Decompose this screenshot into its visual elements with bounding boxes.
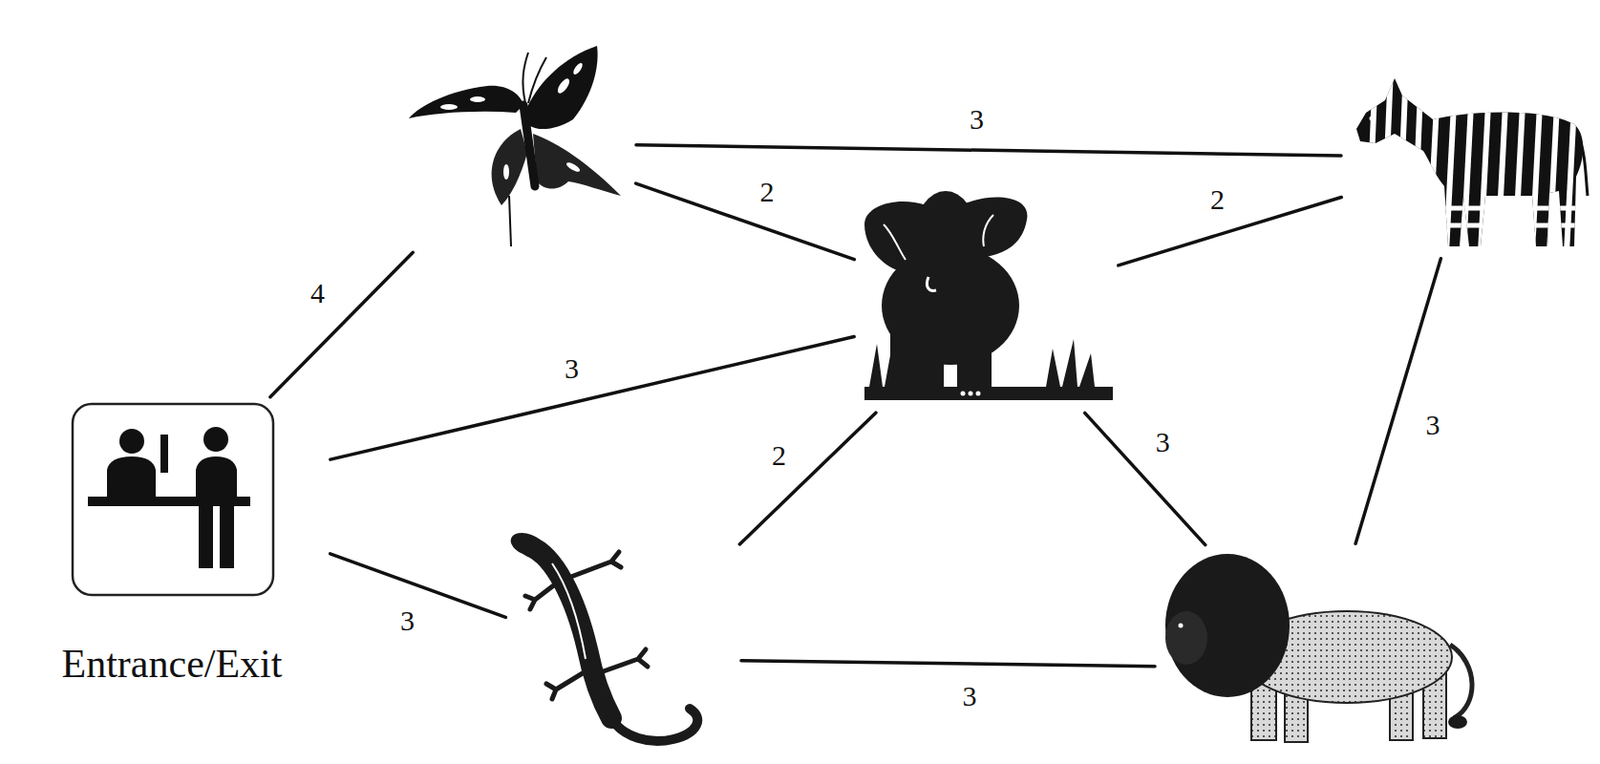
- lion-figure-part: [1178, 623, 1184, 629]
- zebra-figure-part: [1432, 206, 1586, 212]
- butterfly-figure-part: [408, 85, 524, 119]
- zebra-figure: [1356, 66, 1588, 254]
- path-connector: [636, 183, 855, 260]
- zebra-figure-part: [1514, 66, 1525, 254]
- zebra-figure-part: [1497, 66, 1508, 254]
- entrance-icon-part: [119, 428, 145, 454]
- entrance-icon: [72, 404, 274, 596]
- path-connector: [739, 412, 876, 545]
- elephant-figure-part: [883, 214, 994, 260]
- lizard-node: [511, 530, 736, 758]
- butterfly-figure-part: [565, 160, 582, 173]
- zebra-figure-part: [1429, 66, 1439, 254]
- edge-weight: 2: [1206, 183, 1229, 216]
- lizard-figure-part: [611, 708, 698, 742]
- entrance-icon-part: [106, 456, 156, 497]
- entrance-icon-part: [219, 506, 235, 569]
- zebra-figure-part: [1383, 66, 1391, 254]
- node-label: Entrance/Exit: [62, 640, 283, 688]
- zebra-node: [1346, 64, 1591, 254]
- zebra-figure-part: [1549, 66, 1559, 254]
- lion-figure: [1165, 554, 1472, 743]
- zebra-figure-part: [1398, 66, 1407, 254]
- elephant-figure-part: [960, 391, 966, 397]
- butterfly-figure-part: [440, 104, 458, 110]
- lizard-figure: [507, 529, 698, 742]
- entrance-icon-part: [72, 404, 274, 596]
- path-connector: [1118, 196, 1343, 265]
- path-connector: [636, 145, 1342, 156]
- edge-weight: 3: [959, 680, 982, 713]
- butterfly-figure-part: [522, 52, 547, 104]
- lion-node: [1160, 549, 1481, 747]
- lion-figure-part: [1165, 554, 1290, 698]
- butterfly-figure-part: [523, 105, 535, 187]
- lion-figure-part: [1165, 611, 1208, 665]
- edge-weight: 3: [1152, 426, 1174, 459]
- zebra-figure-part: [1367, 66, 1376, 254]
- entrance-icon-part: [203, 426, 229, 452]
- elephant-figure-part: [864, 386, 1113, 401]
- zebra-figure-part: [1367, 66, 1586, 254]
- zebra-figure-part: [1413, 66, 1422, 254]
- edge-weight: 2: [756, 175, 779, 209]
- elephant-node: [859, 187, 1113, 409]
- lizard-figure-part: [552, 563, 586, 660]
- butterfly-figure-part: [509, 195, 512, 247]
- path-connector: [1085, 412, 1206, 545]
- zebra-figure-part: [1369, 116, 1375, 122]
- butterfly-figure-part: [572, 62, 585, 77]
- zebra-figure-part: [1432, 223, 1586, 229]
- zebra-figure-part: [1578, 133, 1588, 196]
- path-connector: [270, 252, 413, 397]
- edge-weight: 4: [306, 277, 329, 310]
- elephant-figure-part: [957, 315, 992, 390]
- butterfly-figure-part: [527, 45, 598, 129]
- butterfly-figure: [408, 45, 621, 247]
- elephant-figure-part: [943, 267, 1002, 305]
- lion-figure-part: [1450, 644, 1472, 719]
- entrance-node: Entrance/Exit: [19, 401, 325, 693]
- butterfly-figure-part: [491, 128, 528, 206]
- butterfly-figure-part: [503, 164, 510, 180]
- lion-figure-part: [1448, 715, 1468, 729]
- lizard-figure-part: [507, 529, 547, 561]
- edge-weight: 3: [560, 352, 583, 385]
- elephant-figure-part: [968, 391, 974, 397]
- lizard-figure-part: [530, 546, 612, 719]
- butterfly-node: [410, 42, 631, 249]
- elephant-figure-part: [926, 277, 937, 291]
- elephant-figure-part: [976, 391, 982, 397]
- elephant-figure: [864, 191, 1113, 401]
- edge-weight: 3: [396, 604, 419, 638]
- edge-weight: 3: [965, 103, 988, 136]
- elephant-figure-part: [869, 334, 1095, 387]
- butterfly-figure-part: [533, 133, 621, 196]
- edge-weight: 2: [768, 439, 790, 472]
- path-connector: [741, 661, 1155, 667]
- entrance-icon-part: [195, 456, 237, 497]
- entrance-icon-part: [198, 506, 214, 569]
- butterfly-figure-part: [555, 76, 573, 95]
- edge-weight: 3: [1422, 408, 1445, 442]
- entrance-icon-part: [160, 434, 169, 473]
- path-connector: [1355, 258, 1441, 545]
- elephant-figure-part: [918, 324, 944, 390]
- entrance-icon-part: [87, 496, 251, 507]
- butterfly-figure-part: [469, 96, 486, 103]
